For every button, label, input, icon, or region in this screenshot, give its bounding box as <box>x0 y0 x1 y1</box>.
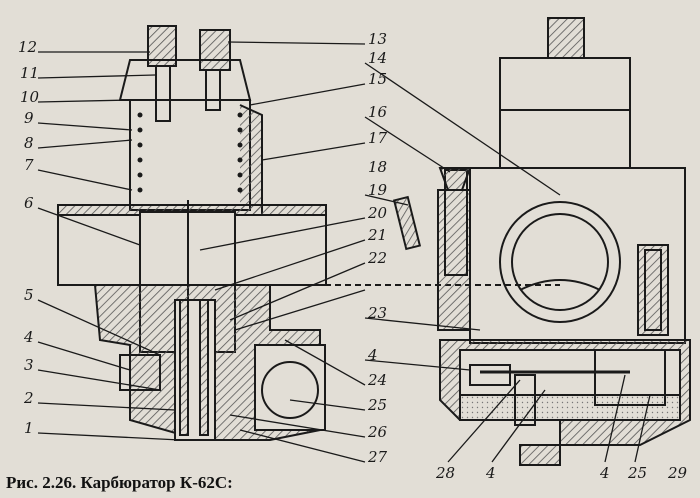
right-front-view <box>392 17 691 466</box>
callout-bottom-3: 4 <box>599 464 610 482</box>
top-nut <box>547 17 585 59</box>
callout-left-11: 2 <box>23 389 34 407</box>
callout-bottom-1: 28 <box>435 464 455 482</box>
cable-adjuster <box>205 69 221 111</box>
callout-right-1: 13 <box>368 30 387 48</box>
adjust-screw <box>155 65 171 122</box>
callout-right-2: 14 <box>368 49 387 67</box>
callout-bottom-5: 29 <box>667 464 688 482</box>
callout-right-13: 24 <box>367 371 387 389</box>
callout-right-6: 18 <box>368 158 387 176</box>
left-boss <box>437 189 471 331</box>
callout-left-6: 7 <box>24 156 34 174</box>
float-valve <box>119 354 161 391</box>
callout-right-14: 25 <box>367 396 387 414</box>
callout-right-10: 22 <box>367 249 387 267</box>
main-jet <box>179 299 189 436</box>
left-section-view <box>57 25 560 441</box>
callout-right-16: 27 <box>367 448 388 466</box>
callout-right-5: 17 <box>368 129 388 147</box>
callout-left-10: 3 <box>24 356 34 374</box>
left-float <box>469 364 511 386</box>
callout-left-5: 8 <box>24 134 34 152</box>
spring <box>137 112 243 193</box>
callout-left-7: 6 <box>24 194 34 212</box>
top-fitting-right <box>199 29 231 71</box>
callout-right-9: 21 <box>367 226 387 244</box>
callout-left-9: 4 <box>23 328 34 346</box>
callout-bottom-4: 25 <box>627 464 647 482</box>
chamber-wall <box>239 104 263 216</box>
bottom-label-group: 28 4 4 25 29 <box>435 464 688 482</box>
callout-left-3: 10 <box>20 88 40 106</box>
callout-left-1: 12 <box>18 38 37 56</box>
right-float <box>594 349 666 406</box>
callout-bottom-2: 4 <box>485 464 496 482</box>
slide-chamber <box>129 99 251 211</box>
throttle-edge <box>519 279 601 291</box>
callout-right-4: 16 <box>368 103 388 121</box>
callout-left-8: 5 <box>24 286 34 304</box>
bore-outer <box>499 201 621 323</box>
right-label-group: 13 14 15 16 17 18 19 20 21 22 23 4 24 25… <box>367 30 388 466</box>
float <box>261 361 319 419</box>
callout-right-15: 26 <box>367 423 388 441</box>
tickler <box>392 195 422 251</box>
callout-right-8: 20 <box>367 204 388 222</box>
figure-caption: Рис. 2.26. Карбюратор К-62С: <box>6 473 233 492</box>
slide-housing <box>499 57 631 169</box>
bore-inner <box>511 213 609 311</box>
callout-left-12: 1 <box>24 419 34 437</box>
right-boss <box>637 244 669 336</box>
drain-plug <box>514 374 536 426</box>
callout-right-7: 19 <box>368 181 388 199</box>
callout-right-3: 15 <box>368 70 387 88</box>
left-label-group: 12 11 10 9 8 7 6 5 4 3 2 1 <box>18 38 40 437</box>
mixture-screw <box>644 249 662 331</box>
screw-head <box>438 167 472 191</box>
idle-jet <box>199 299 209 436</box>
leader-lines <box>37 41 651 463</box>
callout-left-2: 11 <box>20 64 39 82</box>
callout-right-12: 4 <box>367 346 378 364</box>
callout-right-11: 23 <box>367 304 387 322</box>
callout-left-4: 9 <box>24 109 34 127</box>
